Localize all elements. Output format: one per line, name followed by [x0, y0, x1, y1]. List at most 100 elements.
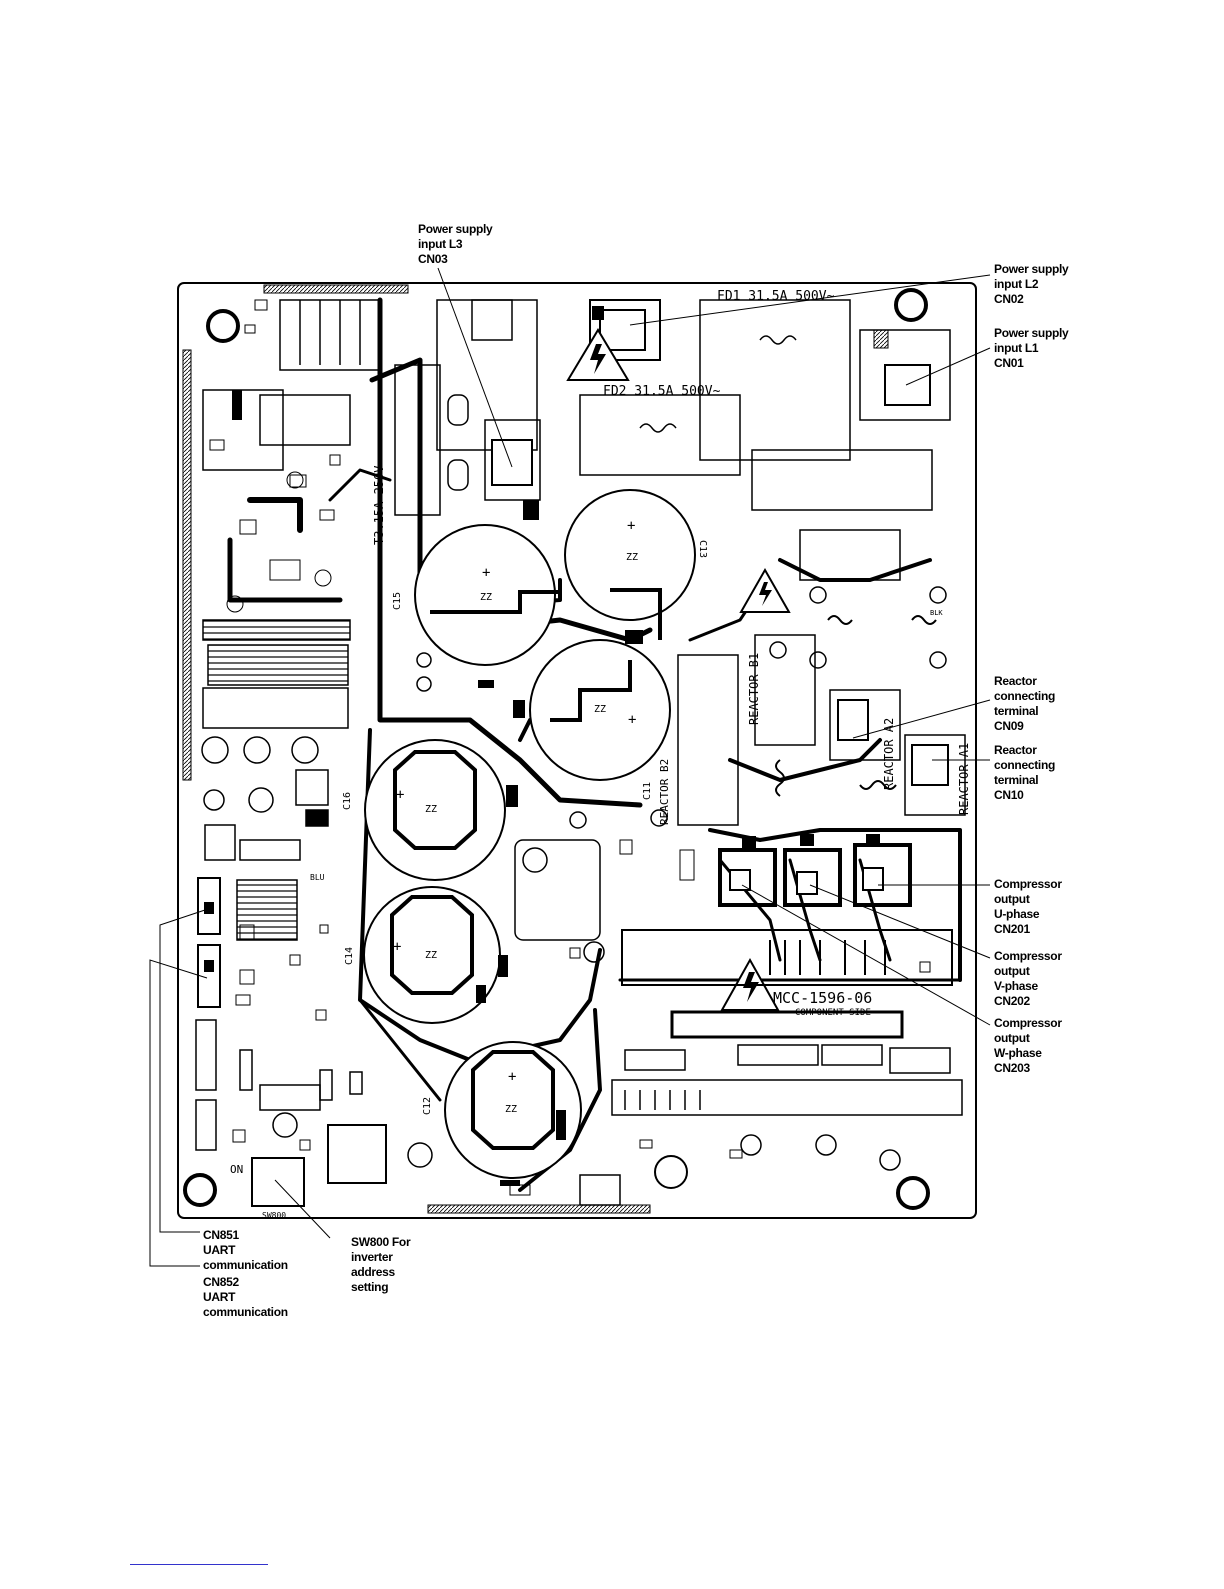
reactor-b2-label: REACTOR B2: [658, 759, 671, 825]
cap-label-c15: C15: [392, 592, 403, 610]
callout-cn01-line1: Power supply: [994, 326, 1069, 340]
callout-cn09: Reactor connecting terminal CN09: [994, 674, 1055, 734]
reactor-a1-label: REACTOR A1: [957, 743, 971, 815]
svg-text:+: +: [482, 565, 490, 581]
connector-cn851: [197, 944, 221, 1008]
callout-cn10: Reactor connecting terminal CN10: [994, 743, 1055, 803]
sw800-silk-label: SW800: [262, 1211, 286, 1220]
reactor-b1-label: REACTOR B1: [747, 653, 761, 725]
callout-cn201-line4: CN201: [994, 922, 1030, 936]
lightning-icons: [590, 344, 772, 1002]
leader-lines: [149, 267, 991, 1267]
fuse-t315-label: T3.15A 250V~: [372, 458, 386, 545]
black-connector: [873, 329, 889, 349]
callout-cn851-line3: communication: [203, 1258, 288, 1272]
connector-left-1: [195, 1019, 217, 1091]
reactor-section: [416, 586, 966, 829]
callout-cn202-line3: V-phase: [994, 979, 1038, 993]
terminal-cn09: [837, 699, 869, 741]
cap-label-c14: C14: [344, 947, 355, 965]
callout-cn201-line1: Compressor: [994, 877, 1062, 891]
terminal-cn202: [796, 871, 818, 895]
capacitor-labels: C15 C13 C16 C14 C12 C11: [342, 540, 708, 1115]
callout-cn03: Power supply input L3 CN03: [418, 222, 493, 267]
callout-cn03-line3: CN03: [418, 252, 448, 266]
callout-sw800: SW800 For inverter address setting: [351, 1235, 411, 1295]
callout-sw800-line3: address: [351, 1265, 395, 1279]
callout-cn01-line3: CN01: [994, 356, 1024, 370]
reactor-a2-label: REACTOR A2: [882, 718, 896, 790]
callout-cn203-line4: CN203: [994, 1061, 1030, 1075]
ipm-lower-strip: [670, 1010, 904, 1039]
svg-text:ZZ: ZZ: [626, 552, 638, 563]
callout-cn02-line3: CN02: [994, 292, 1024, 306]
terminal-black-caps: [742, 834, 880, 848]
svg-text:+: +: [508, 1069, 516, 1085]
callout-cn852-line2: UART: [203, 1290, 236, 1304]
terminal-cn10: [911, 744, 949, 786]
callout-cn03-line1: Power supply: [418, 222, 493, 236]
callout-cn202-line4: CN202: [994, 994, 1030, 1008]
svg-text:+: +: [396, 787, 404, 803]
connector-cn851-pin: [204, 960, 214, 972]
mounting-holes: [183, 288, 930, 1210]
blk-label: BLK: [930, 609, 943, 617]
callout-cn852: CN852 UART communication: [203, 1275, 288, 1320]
dip-switch-sw800: [251, 1157, 305, 1207]
cap-label-c16: C16: [342, 792, 353, 810]
callout-cn202-line2: output: [994, 964, 1030, 978]
callout-cn202: Compressor output V-phase CN202: [994, 949, 1062, 1009]
control-section: [201, 389, 605, 1184]
capacitor-polarity: +++ +++: [393, 518, 636, 1085]
callout-cn10-line3: terminal: [994, 773, 1039, 787]
svg-text:ZZ: ZZ: [480, 592, 492, 603]
callout-cn02-line2: input L2: [994, 277, 1039, 291]
callout-cn10-line1: Reactor: [994, 743, 1037, 757]
callout-cn10-line4: CN10: [994, 788, 1024, 802]
cap-label-c12: C12: [422, 1097, 433, 1115]
callout-cn201-line3: U-phase: [994, 907, 1040, 921]
sw800-on-label: ON: [230, 1163, 243, 1176]
callout-cn09-line1: Reactor: [994, 674, 1037, 688]
black-connector: [523, 500, 539, 520]
fuse-fd2-label: FD2 31.5A 500V~: [603, 384, 721, 399]
board-side-label: COMPONENT SIDE: [795, 1008, 871, 1018]
callout-sw800-line2: inverter: [351, 1250, 393, 1264]
callout-cn852-line3: communication: [203, 1305, 288, 1319]
black-chips: [232, 390, 643, 1186]
callout-cn03-line2: input L3: [418, 237, 463, 251]
callout-cn202-line1: Compressor: [994, 949, 1062, 963]
callout-cn851: CN851 UART communication: [203, 1228, 288, 1273]
svg-text:ZZ: ZZ: [505, 1104, 517, 1115]
callout-cn852-line1: CN852: [203, 1275, 239, 1289]
ipm-pins: [769, 940, 886, 975]
callout-cn02: Power supply input L2 CN02: [994, 262, 1069, 307]
bottom-edge-strip: [427, 1204, 651, 1214]
svg-text:ZZ: ZZ: [425, 804, 437, 815]
footer-rule: [130, 1564, 268, 1565]
cap-label-c11: C11: [642, 782, 653, 800]
callout-cn02-line1: Power supply: [994, 262, 1069, 276]
left-edge-strip: [182, 349, 192, 781]
svg-text:+: +: [627, 518, 635, 534]
callout-cn203: Compressor output W-phase CN203: [994, 1016, 1062, 1076]
top-header-strip: [263, 284, 409, 294]
callout-sw800-line1: SW800 For: [351, 1235, 411, 1249]
ac-input-section: [279, 299, 951, 581]
ipm-mark: [919, 961, 931, 973]
terminal-cn01: [884, 364, 931, 406]
terminal-cn203: [729, 869, 751, 891]
callout-cn201: Compressor output U-phase CN201: [994, 877, 1062, 937]
callout-cn01-line2: input L1: [994, 341, 1039, 355]
svg-text:ZZ: ZZ: [594, 704, 606, 715]
callout-cn09-line3: terminal: [994, 704, 1039, 718]
callout-cn203-line2: output: [994, 1031, 1030, 1045]
lower-connectors: [579, 1044, 963, 1206]
cap-label-c13: C13: [697, 540, 708, 558]
board-part-number: MCC-1596-06: [773, 989, 872, 1007]
svg-text:+: +: [628, 712, 636, 728]
callout-cn203-line1: Compressor: [994, 1016, 1062, 1030]
capacitor-traces: [430, 582, 662, 722]
